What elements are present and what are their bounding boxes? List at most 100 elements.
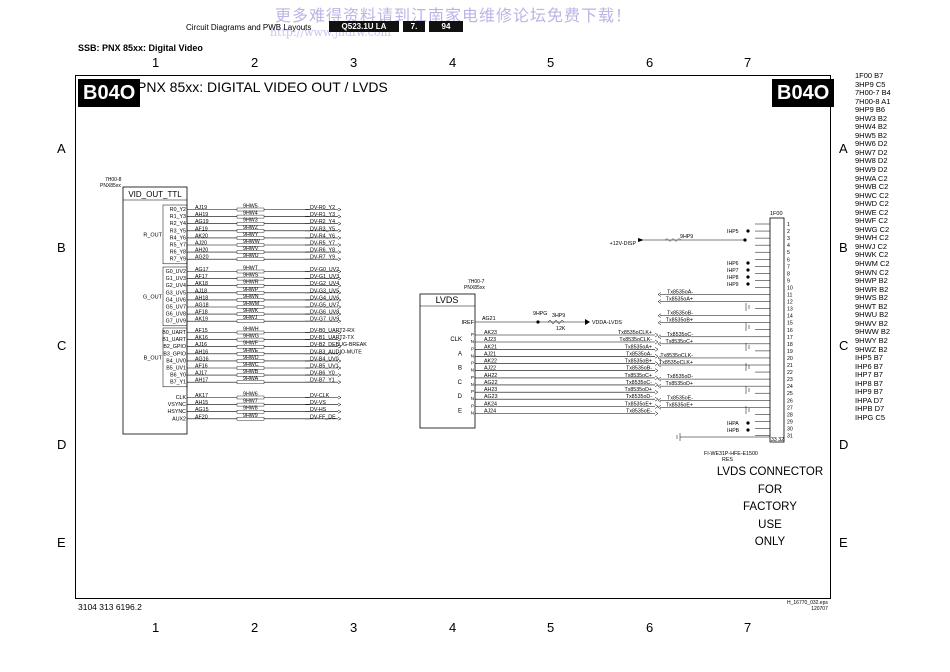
ic-lvds-pol: P xyxy=(471,346,474,351)
supply-label: +12V-DISP xyxy=(610,241,637,247)
grid-row-d-right: D xyxy=(839,437,849,452)
series-resistor xyxy=(236,257,265,261)
ic-left-pin-name: R3_Y5 xyxy=(170,228,186,234)
connector-pin-number: 7 xyxy=(787,264,790,270)
net-label: DV-B2_DEBUG-BREAK xyxy=(310,342,367,348)
ic-lvds-pol: P xyxy=(471,375,474,380)
series-resistor xyxy=(236,236,265,240)
ic-left-group-label: R_OUT xyxy=(143,232,162,238)
net-label: Tx8535oCLK+ xyxy=(618,330,652,336)
connector-net-label: Tx8535oE- xyxy=(667,395,693,401)
connector-part: FI-WE31P-HFE-E1500 xyxy=(704,451,758,457)
ic-lvds-ball: AJ22 xyxy=(484,366,496,372)
grid-row-c-left: C xyxy=(57,338,67,353)
grid-row-e-left: E xyxy=(57,535,66,550)
net-label: DV-B1_UART2-TX xyxy=(310,335,355,341)
net-arrow xyxy=(657,355,662,361)
ic-lvds-iref-ball: AG21 xyxy=(482,316,496,322)
file-date: 120707 xyxy=(811,606,828,612)
part-index-entry: 9HW8 D2 xyxy=(855,156,888,166)
ic-left-name: VID_OUT_TTL xyxy=(128,190,182,199)
connector-pin-number: 27 xyxy=(787,405,793,411)
resistor-ref: 9HWK xyxy=(243,308,259,314)
ic-left-pin-name: R1_Y3 xyxy=(170,214,186,220)
series-resistor xyxy=(236,276,265,281)
test-point-label: IHP8 xyxy=(727,275,739,281)
section-title: SSB: PNX 85xx: Digital Video xyxy=(78,43,203,53)
connector-pin-number: 20 xyxy=(787,356,793,362)
ground-symbol xyxy=(745,343,750,351)
resistor-ref: 9HW9 xyxy=(243,413,258,419)
connector-pin-number: 9 xyxy=(787,278,790,284)
net-label: DV-R6_Y8 xyxy=(310,248,335,254)
connector-pin-number: 21 xyxy=(787,363,793,369)
grid-col-2-bottom: 2 xyxy=(251,620,259,635)
series-resistor xyxy=(236,229,265,233)
net-arrow xyxy=(337,243,342,247)
ic-left-ball: AK16 xyxy=(195,335,208,341)
series-resistor xyxy=(236,395,265,400)
series-resistor xyxy=(236,298,265,302)
net-label: DV-G5_UV7 xyxy=(310,303,339,309)
net-arrow xyxy=(337,359,342,363)
net-arrow xyxy=(337,298,342,302)
ic-left-ball: AG16 xyxy=(195,356,209,362)
net-label: DV-FF_DE xyxy=(310,414,336,420)
header-page: 94 xyxy=(429,21,463,32)
part-index-entry: 7H00-8 A1 xyxy=(855,96,891,106)
net-arrow xyxy=(337,352,342,356)
net-label: Tx8535oB+ xyxy=(625,359,652,365)
net-label: DV-R7_Y9 xyxy=(310,255,335,261)
ic-left-group-label: G_OUT xyxy=(143,294,163,300)
ic-lvds-pol: N xyxy=(471,368,474,373)
part-index-entry: 9HWR B2 xyxy=(855,284,889,294)
net-arrow xyxy=(654,411,659,416)
resistor-value: 12K xyxy=(556,326,566,332)
ic-left-pin-name: VSYNC xyxy=(168,402,186,408)
connector-net-label: Tx8535oE+ xyxy=(666,402,693,408)
net-arrow xyxy=(657,341,662,347)
part-index-entry: IHP9 B7 xyxy=(855,387,883,397)
net-label: DV-B4_UV0 xyxy=(310,356,339,362)
ic-left-group-label: B_OUT xyxy=(144,355,163,361)
ic-left-ball: AG19 xyxy=(195,219,209,225)
net-label: Tx8535oA+ xyxy=(625,344,652,350)
net-arrow xyxy=(337,257,342,261)
net-label: DV-HS xyxy=(310,407,327,413)
resistor-ref: 9HWB xyxy=(243,369,259,375)
net-arrow xyxy=(337,221,342,226)
lvds-connector-caption: LVDS CONNECTOR FOR FACTORY USE ONLY xyxy=(705,464,835,552)
ic-lvds-ball: AH23 xyxy=(484,387,497,393)
grid-row-a-right: A xyxy=(839,141,848,156)
connector-pin-number: 5 xyxy=(787,250,790,256)
caption-line: LVDS CONNECTOR xyxy=(716,466,824,478)
resistor-ref: 9HW8 xyxy=(243,406,258,412)
series-resistor xyxy=(236,337,265,342)
ic-lvds-name: LVDS xyxy=(436,295,459,305)
ic-left-ball: AH15 xyxy=(195,400,208,406)
connector-pin-number: 6 xyxy=(787,257,790,263)
grid-col-7-bottom: 7 xyxy=(744,620,752,635)
ic-left-pin-name: R7_Y9 xyxy=(170,257,186,263)
net-arrow xyxy=(337,417,342,421)
series-resistor xyxy=(236,291,265,295)
net-label: Tx8535oC+ xyxy=(624,373,652,379)
part-index-entry: 9HW4 B2 xyxy=(855,122,888,132)
series-resistor xyxy=(236,312,265,316)
part-index-entry: 9HWY B2 xyxy=(855,335,888,345)
net-arrow xyxy=(337,395,342,400)
series-resistor xyxy=(236,319,265,323)
document-number: 3104 313 6196.2 xyxy=(78,602,142,612)
part-index-entry: 9HW7 D2 xyxy=(855,147,888,157)
ic-left-pin-name: G5_UV7 xyxy=(166,305,186,311)
grid-col-1-bottom: 1 xyxy=(152,620,160,635)
part-index-entry: IHP7 B7 xyxy=(855,370,883,380)
file-reference: H_16770_032.eps 120707 xyxy=(787,600,828,612)
connector-net-label: Tx8535oD- xyxy=(667,374,693,380)
grid-row-b-right: B xyxy=(839,240,848,255)
net-label: DV-R4_Y6 xyxy=(310,233,335,239)
grid-col-6-top: 6 xyxy=(646,55,654,70)
resistor-ref: 9HWG xyxy=(243,334,259,340)
resistor-ref: 9HWP xyxy=(243,287,259,293)
ic-left-pin-name: B5_UV1 xyxy=(166,366,186,372)
